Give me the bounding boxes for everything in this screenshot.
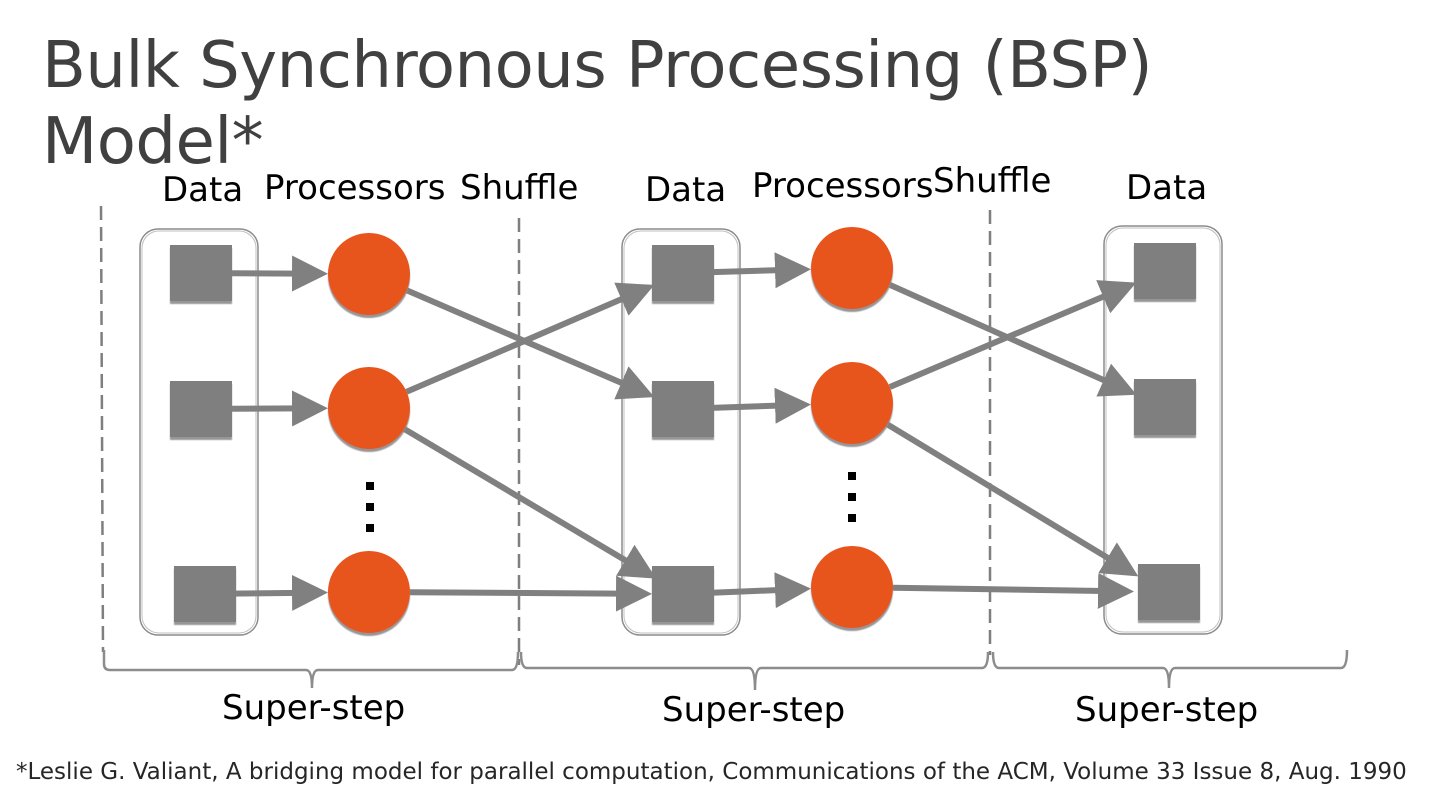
ellipsis-dot	[366, 482, 374, 490]
edge-arrow	[402, 426, 657, 579]
edge-arrow	[409, 575, 652, 612]
data-group-2-outline	[623, 230, 739, 634]
edge-arrow	[229, 390, 328, 427]
edge-arrow	[711, 252, 811, 289]
processor-node	[328, 233, 410, 315]
superstep-label-2: Super-step	[662, 690, 846, 730]
ellipsis-dot	[848, 514, 856, 522]
data-block	[170, 381, 232, 437]
processor-node	[328, 367, 410, 449]
nodes	[170, 227, 1200, 633]
column-label-shuffle-2: Shuffle	[933, 161, 1052, 201]
superstep-brace-2	[519, 651, 990, 691]
data-block	[170, 245, 232, 301]
slide-title: Bulk Synchronous Processing (BSP) Model*	[42, 29, 1153, 179]
edge-arrow	[229, 255, 328, 292]
data-group-2	[621, 228, 741, 636]
column-label-processors-2: Processors	[752, 166, 934, 206]
data-group-3	[1103, 225, 1223, 635]
superstep-brace-3	[991, 649, 1349, 689]
data-block	[1134, 379, 1196, 435]
processor-node	[811, 546, 893, 628]
column-label-shuffle-1: Shuffle	[460, 168, 579, 208]
edge-arrow	[711, 572, 811, 609]
superstep-label-3: Super-step	[1075, 690, 1259, 730]
processor-node	[328, 551, 410, 633]
column-label-data-3: Data	[1126, 168, 1208, 208]
column-label-processors-1: Processors	[264, 168, 446, 208]
data-group-3-outline	[1105, 227, 1221, 633]
ellipsis-dot	[366, 524, 374, 532]
ellipsis-dot	[366, 503, 374, 511]
edges	[229, 252, 1139, 612]
edge-arrow	[885, 421, 1139, 577]
column-label-data-2: Data	[645, 170, 727, 210]
superstep-dividers	[99, 205, 992, 665]
citation-footnote: *Leslie G. Valiant, A bridging model for…	[16, 759, 1407, 785]
data-block	[652, 381, 714, 437]
data-groups	[139, 225, 1223, 636]
divider-line	[99, 205, 105, 653]
ellipsis-dots-1	[366, 482, 374, 532]
edge-arrow	[405, 282, 655, 395]
processor-node	[811, 362, 893, 444]
superstep-label-1: Super-step	[222, 688, 406, 728]
data-group-1-outline	[141, 230, 257, 634]
data-group-1	[139, 228, 259, 636]
data-block	[1134, 243, 1196, 299]
data-block	[174, 566, 236, 622]
edge-arrow	[892, 572, 1134, 609]
ellipsis-dot	[848, 493, 856, 501]
data-block	[652, 566, 714, 622]
superstep-braces	[102, 649, 1349, 691]
edge-arrow	[888, 280, 1137, 390]
edge-arrow	[711, 387, 811, 424]
data-block	[652, 245, 714, 301]
data-block	[1138, 564, 1200, 620]
column-label-data-1: Data	[162, 170, 244, 210]
processor-node	[811, 227, 893, 309]
ellipsis-dots-2	[848, 472, 856, 522]
superstep-brace-1	[102, 650, 520, 689]
ellipsis-dot	[848, 472, 856, 480]
edge-arrow	[229, 574, 328, 611]
